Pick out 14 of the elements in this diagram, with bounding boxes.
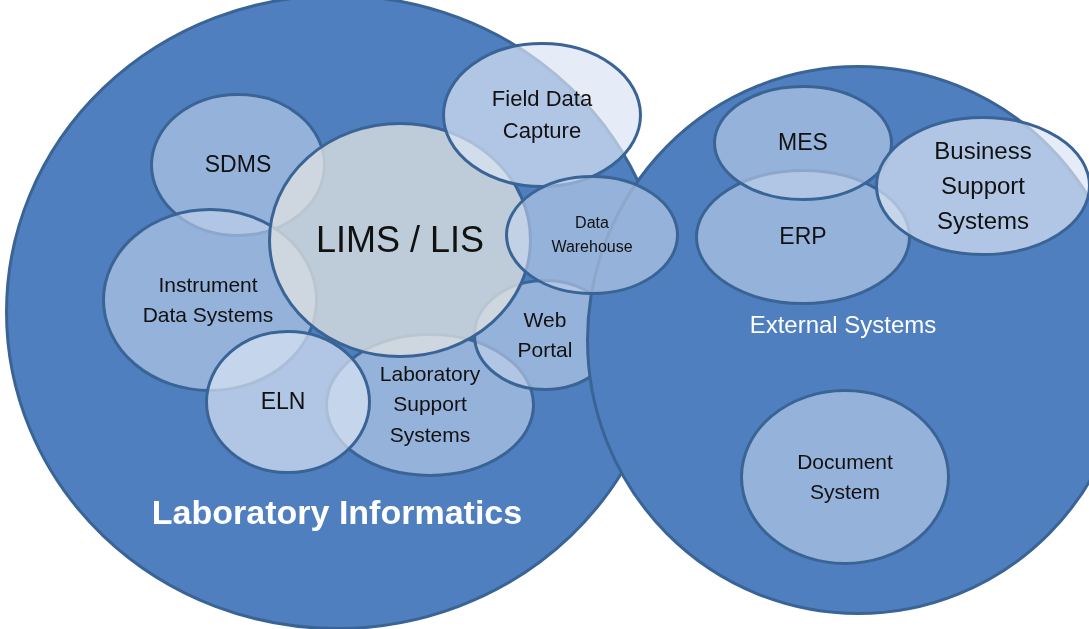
system-label: MES	[777, 128, 829, 158]
system-label: ERP	[778, 222, 828, 252]
system-label: Laboratory Support Systems	[378, 361, 482, 449]
system-label: Document System	[796, 448, 894, 505]
system-label: ELN	[259, 387, 307, 417]
system-label: Field Data Capture	[490, 85, 594, 145]
system-label: Data Warehouse	[550, 213, 634, 257]
group-title: Laboratory Informatics	[150, 491, 524, 533]
group-title: External Systems	[748, 310, 938, 340]
system-label: Business Support Systems	[933, 135, 1033, 236]
system-label: Web Portal	[516, 306, 574, 363]
system-label: SDMS	[203, 150, 273, 180]
system-label: LIMS / LIS	[314, 217, 486, 262]
system-label: Instrument Data Systems	[141, 271, 275, 328]
